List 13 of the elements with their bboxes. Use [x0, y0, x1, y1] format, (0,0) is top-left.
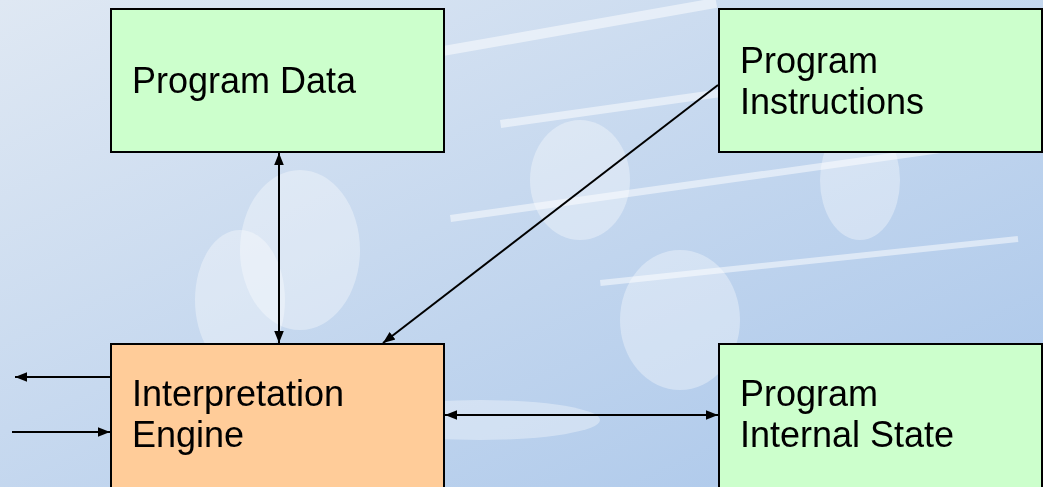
arrow: [444, 410, 719, 420]
box-label: Program Internal State: [740, 373, 956, 455]
engine-box: [110, 343, 445, 487]
box-label: Program Data: [132, 60, 358, 101]
data-box: [110, 8, 445, 153]
instructions-box: [718, 8, 1043, 153]
arrow: [11, 427, 111, 437]
arrow: [274, 152, 284, 344]
state-box: [718, 343, 1043, 487]
arrow: [14, 372, 111, 382]
box-label: Interpretation Engine: [132, 373, 346, 455]
arrow: [382, 84, 719, 344]
box-label: Program Instructions: [740, 40, 926, 122]
